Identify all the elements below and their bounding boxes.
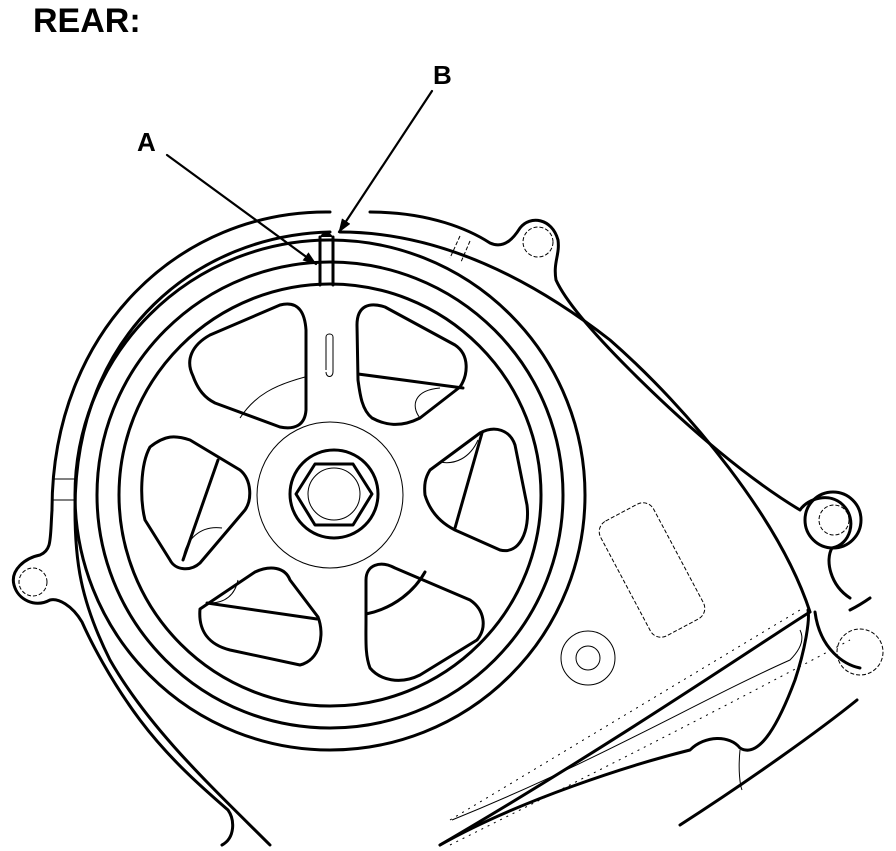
leader-lines xyxy=(165,89,434,266)
mounting-bosses xyxy=(18,226,884,846)
callout-label-b: B xyxy=(433,60,452,90)
leader-a xyxy=(165,153,318,266)
leader-b xyxy=(337,89,434,234)
pulley xyxy=(52,232,587,752)
callout-label-a: A xyxy=(137,127,156,157)
view-title: REAR: xyxy=(33,2,141,40)
housing-outline xyxy=(11,210,872,847)
